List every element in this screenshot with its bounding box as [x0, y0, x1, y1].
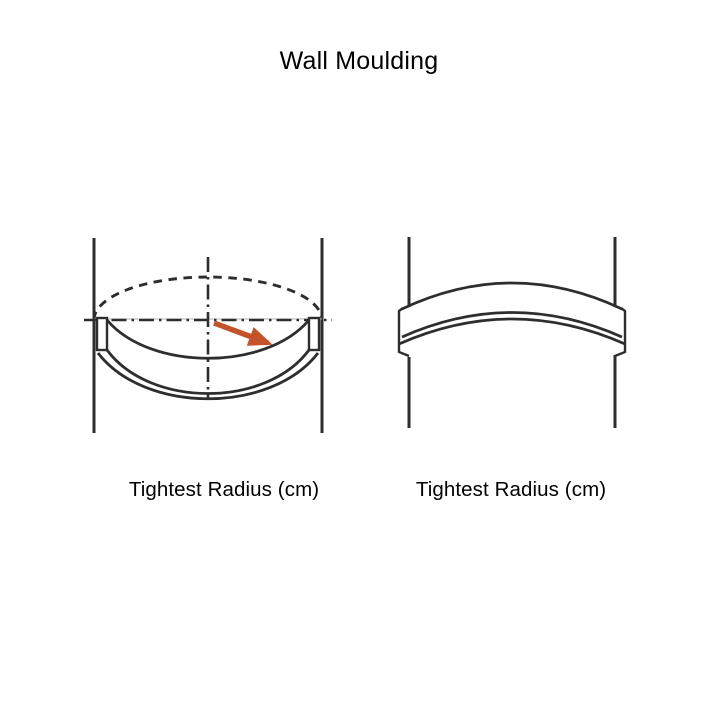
moulding-end-cap-left: [397, 307, 410, 358]
moulding-front-top-edge: [401, 311, 623, 339]
left-figure-caption: Tightest Radius (cm): [128, 478, 320, 501]
moulding-end-cap-left: [95, 316, 109, 352]
left-moulding-figure: [84, 238, 332, 433]
right-moulding-figure: [397, 237, 627, 428]
moulding-underside-edge: [96, 352, 320, 400]
right-figure-caption: Tightest Radius (cm): [415, 478, 607, 501]
moulding-front-bottom-edge: [398, 317, 626, 346]
moulding-face-top-edge: [105, 319, 311, 360]
moulding-end-cap-right: [614, 307, 627, 358]
moulding-top-edge: [401, 281, 623, 311]
moulding-end-cap-right: [307, 316, 321, 352]
page-title: Wall Moulding: [279, 47, 439, 75]
radius-arrow: [213, 320, 273, 346]
moulding-face-bottom-edge: [105, 349, 311, 395]
